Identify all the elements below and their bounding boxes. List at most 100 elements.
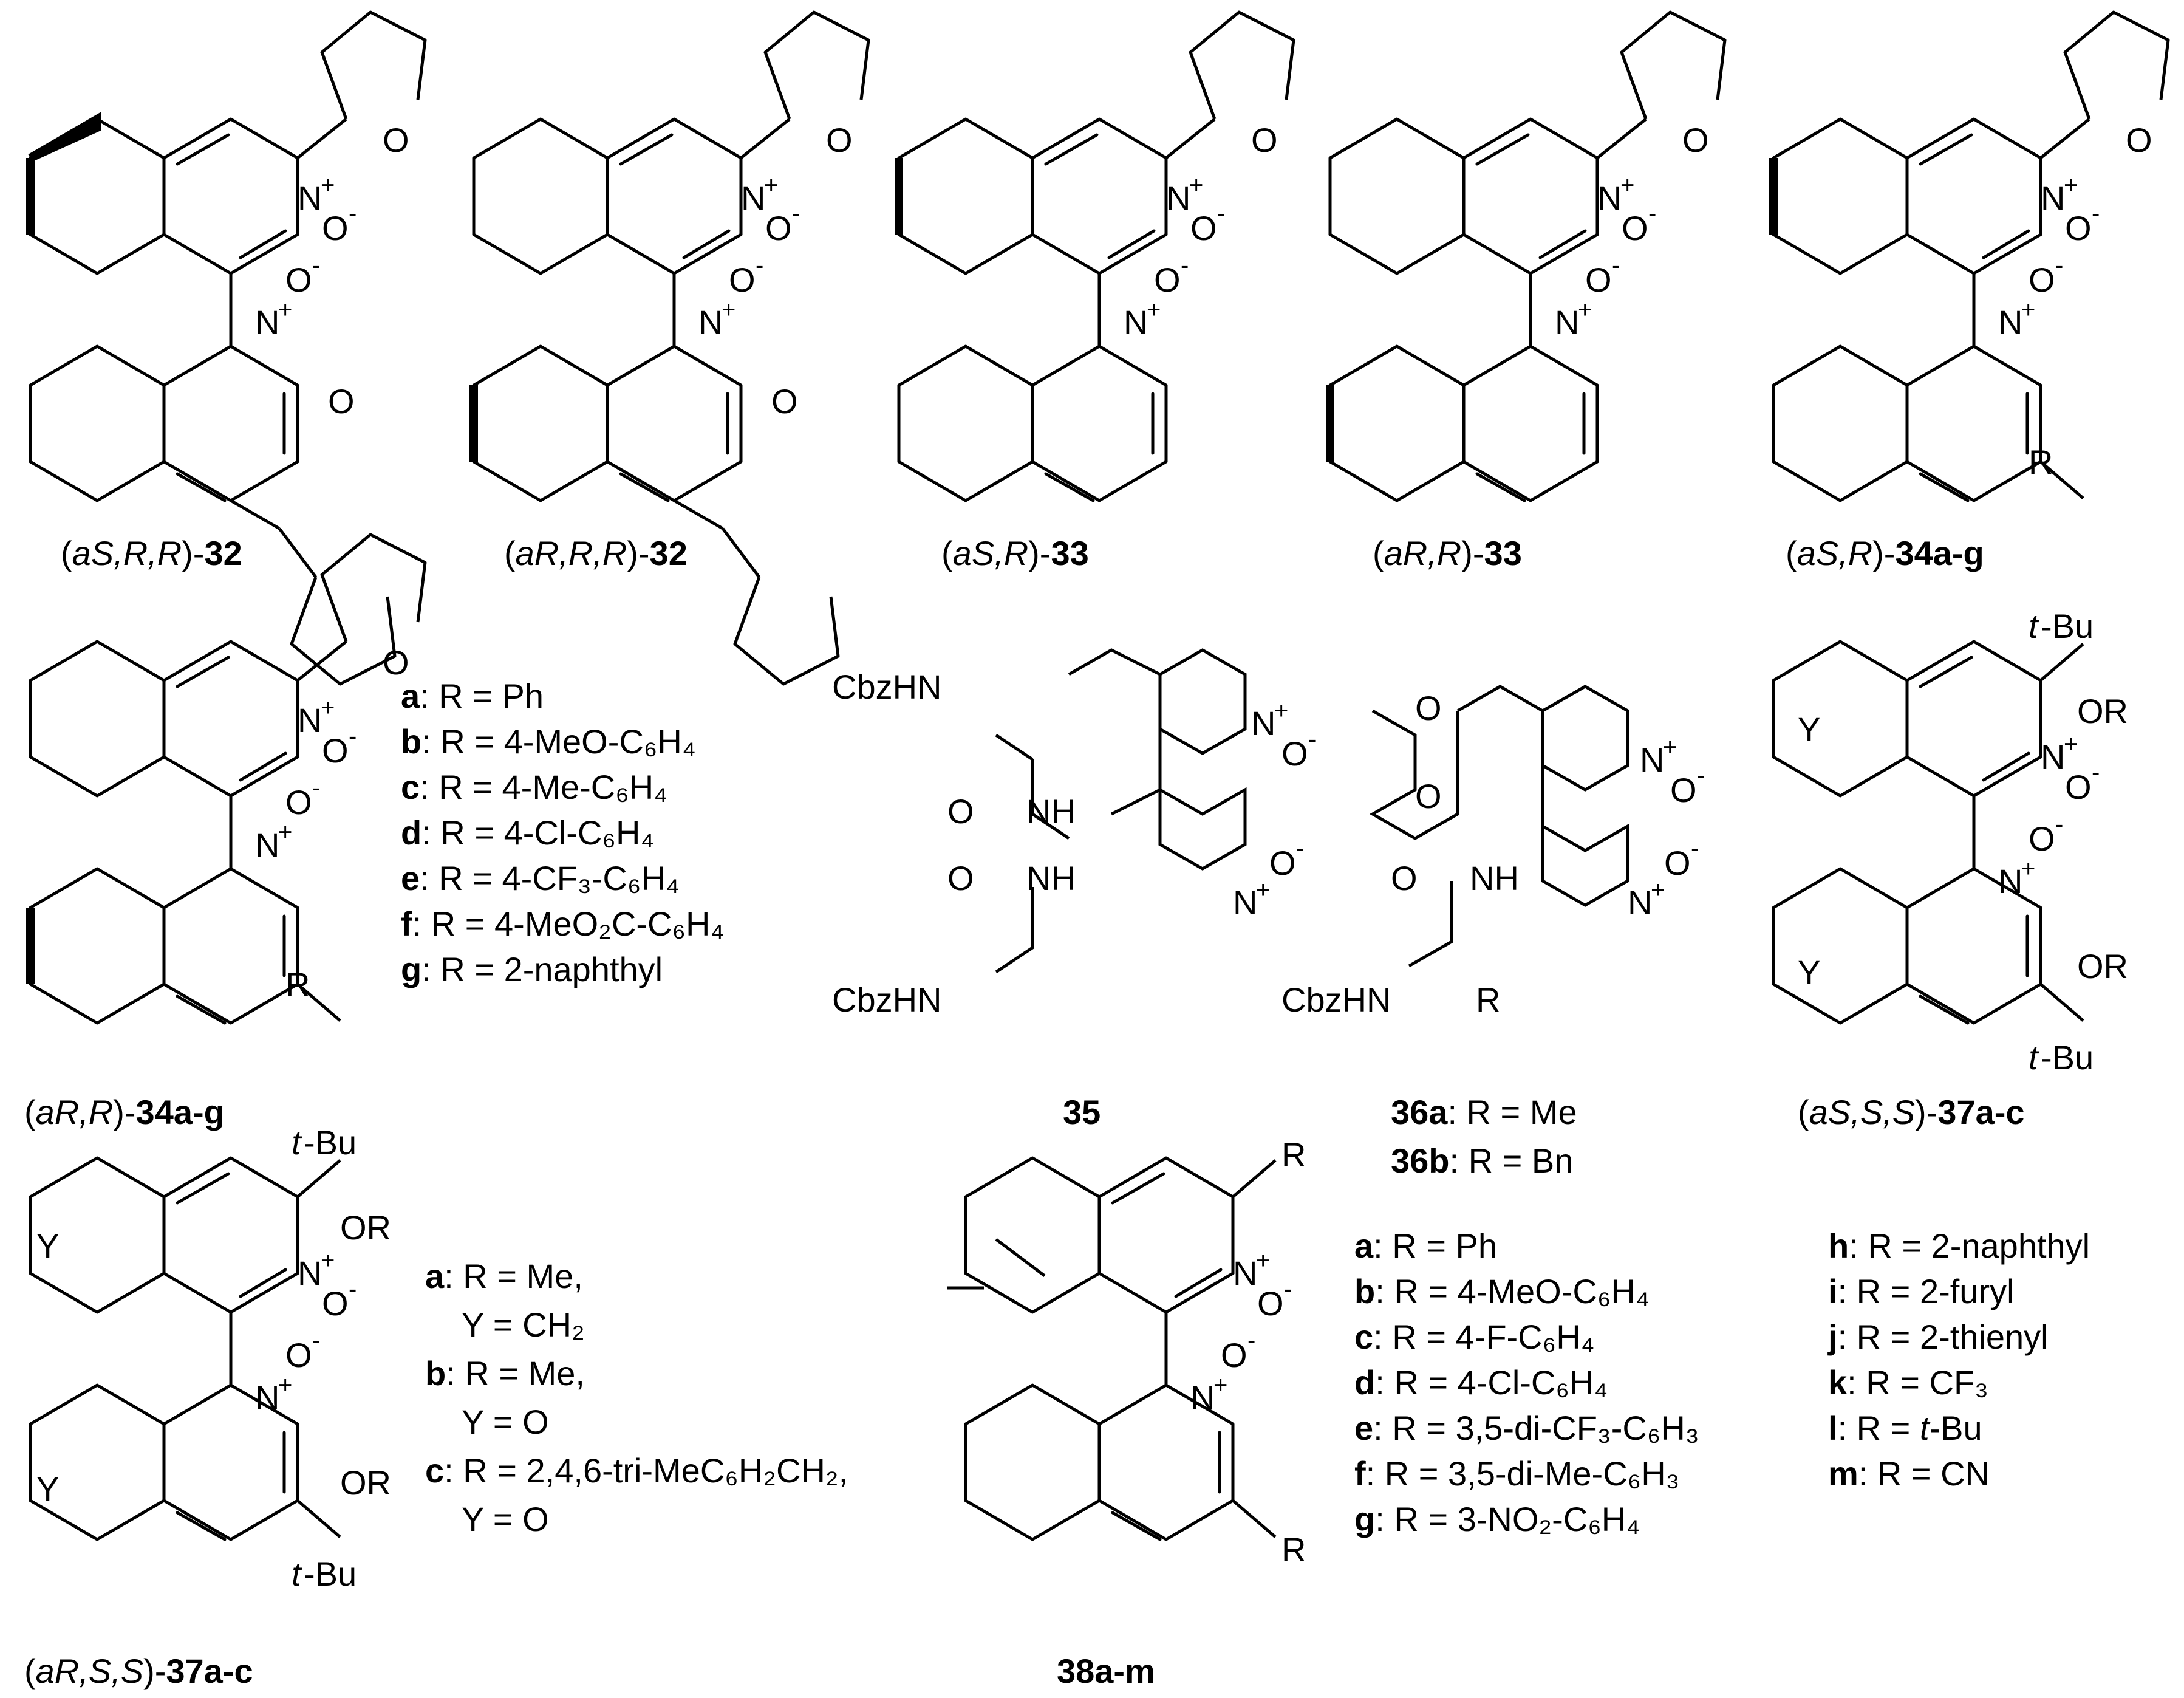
svg-text:N: N	[698, 303, 723, 341]
svg-text:N: N	[741, 179, 765, 217]
svg-text:N: N	[298, 179, 322, 217]
svg-text:O: O	[2065, 768, 2092, 806]
svg-text:N: N	[1998, 303, 2022, 341]
svg-text:O: O	[322, 209, 349, 247]
svg-text:-: -	[312, 775, 320, 801]
svg-text:Y = O: Y = O	[462, 1403, 549, 1441]
svg-text:c: R = 4-F-C₆H₄: c: R = 4-F-C₆H₄	[1354, 1318, 1595, 1356]
svg-text:CbzHN: CbzHN	[832, 668, 941, 706]
svg-text:O: O	[947, 859, 974, 897]
svg-text:O: O	[771, 382, 798, 420]
svg-text:OR: OR	[2077, 947, 2128, 985]
svg-text:-: -	[1296, 835, 1304, 862]
svg-text:O: O	[826, 121, 853, 159]
svg-text:O: O	[1257, 1284, 1284, 1323]
svg-text:O: O	[1190, 209, 1217, 247]
svg-text:-: -	[312, 252, 320, 279]
svg-text:O: O	[1415, 777, 1442, 815]
svg-text:+: +	[2064, 172, 2078, 199]
svg-text:-: -	[349, 200, 357, 227]
svg-text:+: +	[764, 172, 778, 199]
svg-text:-: -	[349, 1276, 357, 1303]
svg-text:O: O	[1585, 261, 1612, 299]
svg-text:O: O	[285, 261, 312, 299]
svg-text:O: O	[2029, 820, 2055, 858]
svg-text:Y: Y	[1798, 953, 1820, 991]
svg-text:N: N	[1251, 704, 1275, 742]
svg-text:N: N	[255, 303, 279, 341]
svg-text:a: R = Ph: a: R = Ph	[401, 677, 544, 715]
svg-text:f: R = 3,5-di-Me-C₆H₃: f: R = 3,5-di-Me-C₆H₃	[1354, 1454, 1679, 1493]
svg-text:O: O	[765, 209, 792, 247]
svg-text:Y: Y	[36, 1227, 59, 1265]
compound-38	[947, 1158, 1277, 1539]
atom-labels-row2: N+ O- N+ O- O R CbzHN O NH N+ O- O NH N+…	[255, 607, 2128, 1077]
svg-text:CbzHN: CbzHN	[832, 981, 941, 1019]
svg-text:O: O	[1670, 771, 1697, 809]
svg-text:t: t	[2029, 1038, 2039, 1077]
svg-text:36a: R = Me: 36a: R = Me	[1391, 1093, 1577, 1131]
compound-33-aR	[1326, 12, 1725, 501]
svg-text:+: +	[1189, 172, 1203, 199]
svg-text:N: N	[1555, 303, 1579, 341]
svg-text:b: R = 4-MeO-C₆H₄: b: R = 4-MeO-C₆H₄	[401, 722, 696, 761]
svg-text:O: O	[328, 382, 355, 420]
svg-text:+: +	[1274, 697, 1288, 724]
label-32-aR: (aR,R,R)-32	[504, 534, 688, 572]
svg-text:R: R	[1476, 981, 1500, 1019]
svg-text:-Bu: -Bu	[304, 1555, 357, 1593]
svg-text:-: -	[2092, 200, 2100, 227]
label-38: 38a-m	[1057, 1652, 1155, 1690]
svg-text:a: R = Me,: a: R = Me,	[425, 1257, 583, 1295]
svg-text:-: -	[1691, 835, 1699, 862]
svg-text:+: +	[321, 172, 335, 199]
svg-text:N: N	[1190, 1378, 1215, 1417]
label-32-aS: (aS,R,R)-32	[61, 534, 242, 572]
svg-text:c: R = 4-Me-C₆H₄: c: R = 4-Me-C₆H₄	[401, 768, 667, 806]
compound-37-aS	[1773, 642, 2084, 1023]
svg-text:-Bu: -Bu	[2041, 1038, 2094, 1077]
svg-text:+: +	[722, 296, 735, 323]
svg-text:O: O	[1269, 844, 1296, 882]
svg-text:+: +	[1620, 172, 1634, 199]
compound-37-aR	[30, 1158, 341, 1539]
svg-text:-: -	[792, 200, 800, 227]
svg-text:O: O	[383, 121, 409, 159]
svg-text:d: R = 4-Cl-C₆H₄: d: R = 4-Cl-C₆H₄	[1354, 1363, 1608, 1402]
svg-text:NH: NH	[1470, 859, 1519, 897]
svg-text:O: O	[947, 792, 974, 830]
label-33-aS: (aS,R)-33	[941, 534, 1089, 572]
svg-text:-Bu: -Bu	[2041, 607, 2094, 645]
svg-text:d: R = 4-Cl-C₆H₄: d: R = 4-Cl-C₆H₄	[401, 813, 654, 852]
svg-text:N: N	[1124, 303, 1148, 341]
svg-text:OR: OR	[340, 1208, 391, 1247]
svg-text:OR: OR	[340, 1463, 391, 1502]
svg-text:N: N	[2041, 738, 2065, 776]
svg-text:R: R	[2029, 443, 2053, 481]
svg-text:h: R = 2-naphthyl: h: R = 2-naphthyl	[1828, 1227, 2090, 1265]
svg-text:g: R = 2-naphthyl: g: R = 2-naphthyl	[401, 950, 663, 988]
svg-text:+: +	[1651, 877, 1665, 903]
svg-text:Y: Y	[1798, 710, 1820, 748]
svg-text:l: R = t-Bu: l: R = t-Bu	[1828, 1409, 1982, 1447]
svg-text:OR: OR	[2077, 692, 2128, 730]
svg-text:e: R = 4-CF₃-C₆H₄: e: R = 4-CF₃-C₆H₄	[401, 859, 680, 897]
compound-captions: (aS,R,R)-32 (aR,R,R)-32 (aS,R)-33 (aR,R)…	[24, 534, 2025, 1690]
svg-text:+: +	[278, 296, 292, 323]
svg-text:O: O	[2029, 261, 2055, 299]
svg-text:+: +	[321, 694, 335, 721]
compound-33-aS	[895, 12, 1294, 501]
svg-text:N: N	[1628, 883, 1652, 922]
svg-text:+: +	[2064, 731, 2078, 758]
compound-34-aR	[26, 535, 425, 1023]
compound-32-aS	[26, 12, 425, 684]
svg-text:O: O	[2126, 121, 2152, 159]
svg-text:+: +	[1663, 734, 1677, 761]
svg-text:R: R	[285, 965, 310, 1004]
svg-text:-: -	[1308, 726, 1316, 753]
svg-text:O: O	[1664, 844, 1691, 882]
svg-text:O: O	[1221, 1336, 1247, 1374]
svg-text:b: R = Me,: b: R = Me,	[425, 1354, 585, 1392]
label-33-aR: (aR,R)-33	[1373, 534, 1522, 572]
